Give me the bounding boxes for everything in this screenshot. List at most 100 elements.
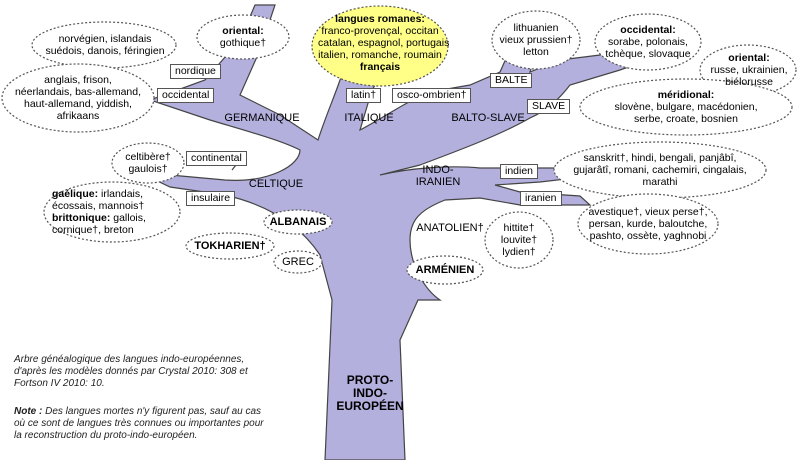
cloud-anatolien bbox=[484, 211, 554, 269]
indo-iranien-line-2: IRANIEN bbox=[415, 176, 461, 188]
celt-continental-text: celtibère† gaulois† bbox=[114, 151, 182, 175]
cloud-indien bbox=[553, 141, 767, 199]
cloud-occidental-germanique bbox=[1, 63, 155, 133]
slave-occ-head: occidental: bbox=[620, 24, 676, 36]
celt-cont-line-1: celtibère† bbox=[125, 151, 171, 163]
caption-line-2: d'après les modèles donnés par Crystal 2… bbox=[14, 366, 248, 377]
occ-germ-line-1: anglais, frison, bbox=[44, 74, 112, 86]
cloud-tokharien bbox=[185, 232, 275, 260]
celtique-label: CELTIQUE bbox=[248, 178, 304, 190]
nordique-line-2: suédois, danois, féringien bbox=[45, 45, 165, 57]
anatol-line-1: hittite† bbox=[503, 222, 535, 234]
occ-germ-line-4: afrikaans bbox=[56, 110, 100, 122]
iranien-langs-text: avestique†, vieux perse†, persan, kurde,… bbox=[584, 206, 712, 242]
slave-mer-head: méridional: bbox=[657, 89, 715, 101]
box-latin: latin† bbox=[346, 88, 382, 103]
anatol-line-3: lydien† bbox=[502, 246, 536, 258]
box-iranien: iranien bbox=[520, 191, 562, 206]
slave-or-line-1: russe, ukrainien, bbox=[710, 64, 788, 76]
romanes-text: langues romanes: franco-provençal, occit… bbox=[318, 13, 450, 73]
baltic-line-2: vieux prussien† bbox=[499, 34, 573, 46]
slave-mer-line-1: slovène, bulgare, macédonien, bbox=[614, 101, 758, 113]
slave-occ-line-2: tchèque, slovaque bbox=[605, 48, 691, 60]
slave-or-head: oriental: bbox=[728, 52, 770, 64]
box-insulaire: insulaire bbox=[186, 191, 236, 206]
caption-line-3: Fortson IV 2010: 10. bbox=[14, 378, 105, 389]
box-slave: SLAVE bbox=[527, 99, 571, 114]
box-continental: continental bbox=[186, 151, 247, 166]
cloud-slave-meridional bbox=[579, 78, 793, 136]
romanes-line-2: catalan, espagnol, portugais bbox=[318, 37, 450, 49]
baltic-line-3: letton bbox=[523, 46, 549, 58]
indo-iranien-label: INDO- IRANIEN bbox=[410, 164, 466, 188]
slave-or-line-2: biélorusse bbox=[725, 76, 773, 88]
indien-langs-text: sanskrit†, hindi, bengali, panjâbî, guja… bbox=[562, 152, 758, 188]
celt-cont-line-2: gaulois† bbox=[128, 163, 168, 175]
celt-insulaire-text: gaélique: irlandais, écossais, mannois† … bbox=[52, 188, 172, 236]
cloud-albanais bbox=[263, 209, 333, 235]
brittonique-line-2: cornique†, breton bbox=[52, 224, 134, 236]
occ-germ-line-2: néerlandais, bas-allemand, bbox=[14, 86, 142, 98]
indien-line-3: marathi bbox=[642, 176, 678, 188]
gaelique-head: gaélique: bbox=[52, 188, 99, 200]
anatolien-label: ANATOLIEN† bbox=[416, 222, 484, 234]
italique-label: ITALIQUE bbox=[344, 112, 394, 124]
brittonique-head: brittonique: bbox=[52, 212, 111, 224]
note-line-1: Des langues mortes n'y figurent pas, sau… bbox=[42, 406, 262, 417]
armenien-label: ARMÉNIEN bbox=[415, 264, 475, 276]
cloud-armenien bbox=[406, 255, 484, 285]
balto-slave-label: BALTO-SLAVE bbox=[451, 112, 525, 124]
box-osco-ombrien: osco-ombrien† bbox=[392, 88, 472, 103]
note-head: Note : bbox=[14, 406, 43, 417]
romanes-tail: français bbox=[359, 61, 401, 73]
iranien-line-2: persan, kurde, baloutche, bbox=[588, 218, 708, 230]
oriental-germanique-head: oriental: bbox=[222, 25, 264, 37]
brittonique-line-1: gallois, bbox=[110, 212, 146, 224]
nordique-line-1: norvégien, islandais bbox=[58, 33, 152, 45]
nordique-langs-text: norvégien, islandais suédois, danois, fé… bbox=[40, 33, 170, 57]
romanes-head: langues romanes: bbox=[335, 13, 425, 25]
root-line-1: PROTO- bbox=[346, 373, 394, 387]
cloud-celtique-insulaire bbox=[43, 181, 181, 243]
indo-iranien-line-1: INDO- bbox=[422, 164, 454, 176]
baltic-line-1: lithuanien bbox=[513, 22, 559, 34]
slave-mer-line-2: serbe, croate, bosnien bbox=[634, 113, 738, 125]
occ-germ-line-3: haut-allemand, yiddish, bbox=[24, 98, 132, 110]
slave-oriental-text: oriental: russe, ukrainien, biélorusse bbox=[704, 52, 794, 88]
occidental-germanique-text: anglais, frison, néerlandais, bas-allema… bbox=[8, 74, 148, 122]
gaelique-line-2: écossais, mannois† bbox=[52, 200, 145, 212]
cloud-oriental-germanique bbox=[196, 14, 290, 60]
box-indien: indien bbox=[500, 164, 539, 179]
cloud-celtique-continental bbox=[111, 142, 185, 184]
box-occidental: occidental bbox=[157, 88, 215, 103]
caption-line-1: Arbre généalogique des langues indo-euro… bbox=[14, 354, 245, 365]
cloud-iranien bbox=[577, 193, 719, 255]
oriental-germanique-line: gothique† bbox=[219, 37, 267, 49]
oriental-germanique-text: oriental: gothique† bbox=[200, 25, 286, 49]
iranien-line-1: avestique†, vieux perse†, bbox=[588, 206, 708, 218]
iranien-line-3: pashto, ossète, yaghnobi bbox=[589, 230, 707, 242]
slave-meridional-text: méridional: slovène, bulgare, macédonien… bbox=[588, 89, 784, 125]
anatolien-langs-text: hittite† louvite† lydien† bbox=[492, 222, 546, 258]
indien-line-1: sanskrit†, hindi, bengali, panjâbî, bbox=[583, 152, 737, 164]
germanique-label: GERMANIQUE bbox=[224, 112, 300, 124]
box-nordique: nordique bbox=[170, 64, 221, 79]
romanes-line-3: italien, romanche, roumain bbox=[318, 49, 442, 61]
root-label: PROTO- INDO- EUROPÉEN bbox=[330, 374, 410, 413]
cloud-nordique bbox=[31, 21, 177, 69]
note-line-2: où ce sont de langues très connues ou im… bbox=[14, 418, 264, 429]
root-line-2: INDO- bbox=[353, 386, 387, 400]
cloud-baltique bbox=[491, 10, 581, 70]
note-line-3: la reconstruction du proto-indo-européen… bbox=[14, 430, 198, 441]
albanais-label: ALBANAIS bbox=[269, 216, 327, 228]
gaelique-line-1: irlandais, bbox=[98, 188, 144, 200]
box-balte: BALTE bbox=[490, 73, 533, 88]
root-line-3: EUROPÉEN bbox=[336, 399, 404, 413]
cloud-grec bbox=[273, 250, 323, 274]
romanes-line-1: franco-provençal, occitan bbox=[321, 25, 439, 37]
caption-description: Arbre généalogique des langues indo-euro… bbox=[14, 354, 248, 390]
grec-label: GREC bbox=[282, 256, 314, 268]
baltic-text: lithuanien vieux prussien† letton bbox=[496, 22, 576, 58]
slave-occidental-text: occidental: sorabe, polonais, tchèque, s… bbox=[600, 24, 696, 60]
